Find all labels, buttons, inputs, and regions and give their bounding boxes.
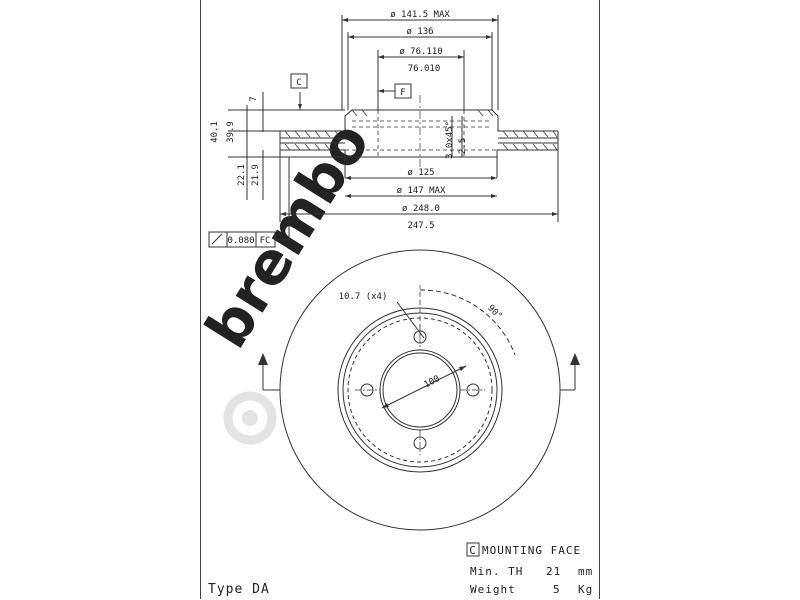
dim-offset-25: 2.5 xyxy=(458,138,468,154)
weight-label: Weight xyxy=(470,583,516,596)
dim-h-40: 40.1 xyxy=(210,121,220,143)
sheet-frame xyxy=(200,0,600,599)
weight-value: 5 xyxy=(553,583,561,596)
dim-248: ø 248.0 xyxy=(402,204,440,214)
mounting-face-box xyxy=(466,542,480,557)
brembo-watermark: brembo xyxy=(192,110,383,445)
dimension-arrows xyxy=(280,18,558,216)
mounting-face-text: MOUNTING FACE xyxy=(482,544,581,557)
dim-h-39: 39.9 xyxy=(226,121,236,143)
section-view xyxy=(208,15,559,248)
dim-chamfer: 3.0x45° xyxy=(445,121,455,159)
min-th-label: Min. TH xyxy=(470,565,523,578)
tolerance-value: 0.080 xyxy=(227,236,254,246)
tolerance-ref: FC xyxy=(260,236,271,246)
min-th-value: 21 xyxy=(546,565,561,578)
dim-outer-max: ø 141.5 MAX xyxy=(390,10,450,20)
datum-c-label: C xyxy=(296,78,301,88)
front-view xyxy=(262,249,576,531)
dim-holes: 10.7 (x4) xyxy=(339,292,388,302)
dim-pcd: 100 xyxy=(423,374,442,390)
dim-147: ø 147 MAX xyxy=(397,186,446,196)
weight-unit: Kg xyxy=(578,583,593,596)
dim-h-21: 21.9 xyxy=(251,164,261,186)
section-arrows xyxy=(258,353,580,408)
dim-bore-upper: ø 76.110 xyxy=(399,47,442,57)
dim-angle: 90° xyxy=(485,303,504,322)
dim-136: ø 136 xyxy=(406,27,433,37)
dim-125: ø 125 xyxy=(407,168,434,178)
datum-f-label: F xyxy=(400,88,405,98)
dim-h-22: 22.1 xyxy=(237,164,247,186)
dim-247: 247.5 xyxy=(407,221,434,231)
mounting-face-letter: C xyxy=(469,544,477,557)
dim-h-7: 7 xyxy=(249,96,259,101)
dim-bore-lower: 76.010 xyxy=(408,64,441,74)
type-label: Type DA xyxy=(208,582,270,597)
min-th-unit: mm xyxy=(578,565,593,578)
